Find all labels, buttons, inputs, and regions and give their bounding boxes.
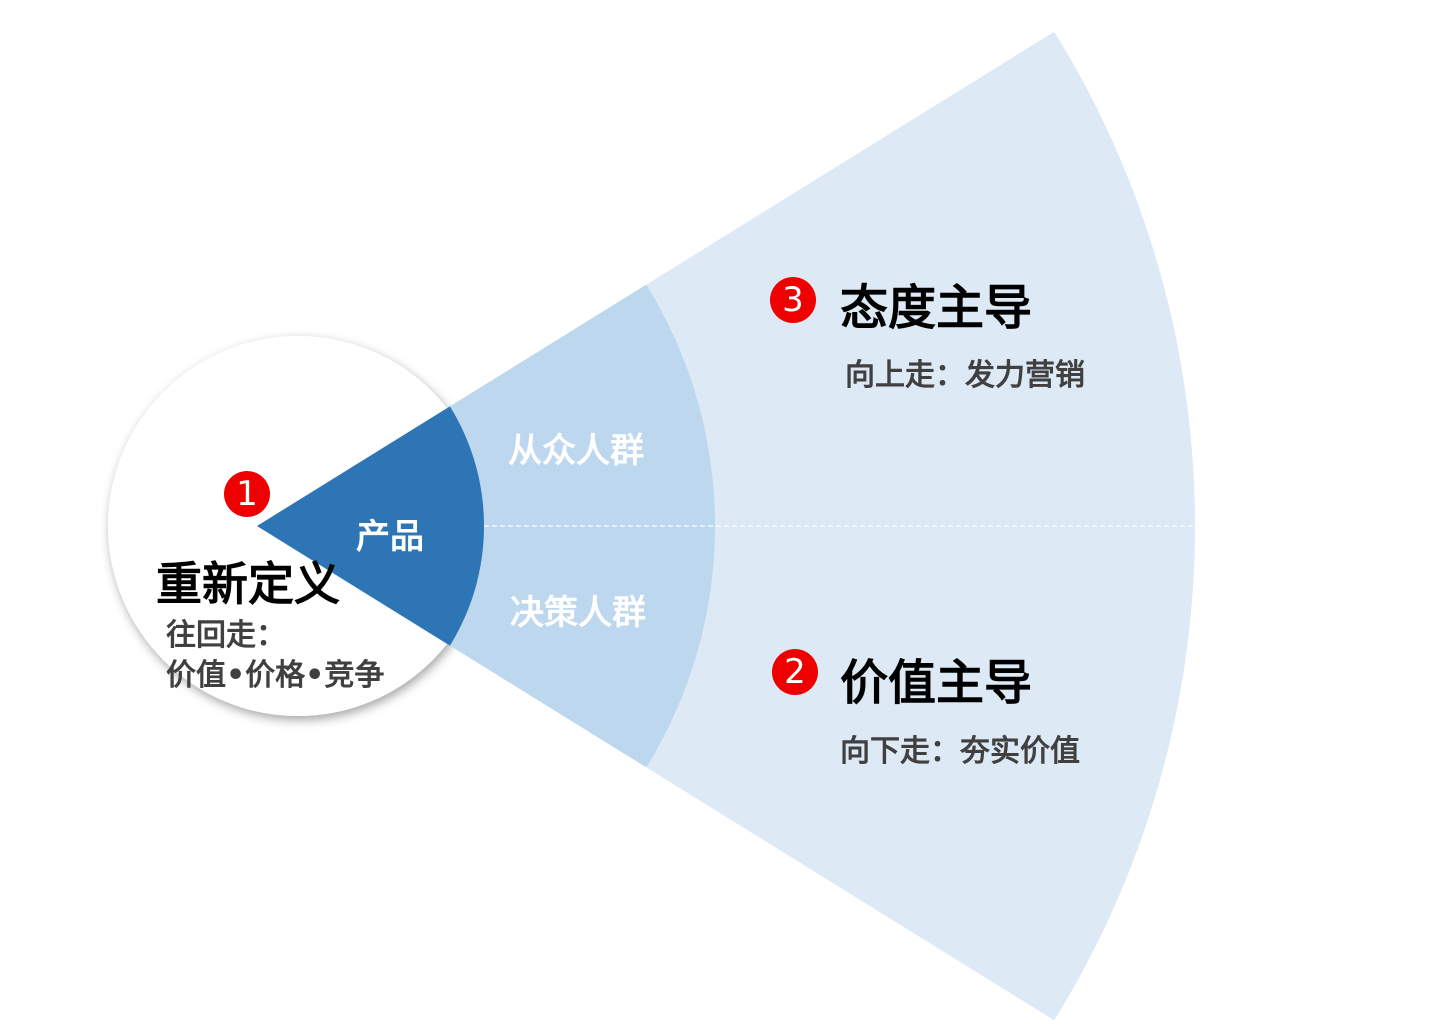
bottom-title: 价值主导 xyxy=(840,655,1033,711)
center-detail: 价值•价格•竞争 xyxy=(166,658,385,693)
center-subtitle: 往回走： xyxy=(166,618,286,653)
bottom-subtitle: 向下走：夯实价值 xyxy=(840,734,1080,769)
top-title: 态度主导 xyxy=(840,280,1033,336)
top-subtitle: 向上走：发力营销 xyxy=(845,358,1085,393)
badge-2: 2 xyxy=(772,649,818,695)
inner-label: 产品 xyxy=(356,517,424,557)
badge-1: 1 xyxy=(224,471,270,517)
middle-bottom-label: 决策人群 xyxy=(510,593,646,633)
center-title: 重新定义 xyxy=(156,557,340,611)
inner-sector xyxy=(257,406,484,646)
badge-3: 3 xyxy=(770,277,816,323)
middle-top-label: 从众人群 xyxy=(508,431,644,471)
